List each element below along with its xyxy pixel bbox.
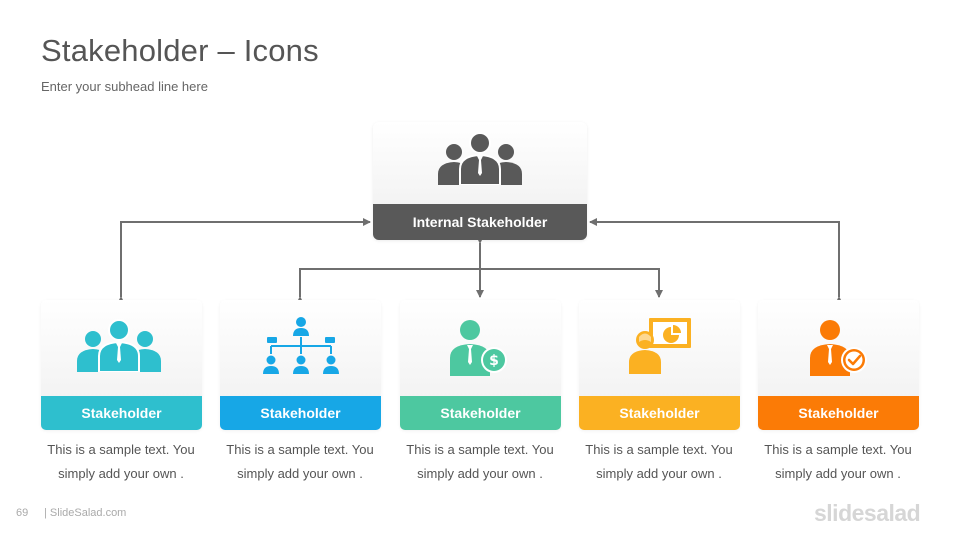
stakeholder-label-1: Stakeholder	[41, 396, 202, 430]
svg-text:$: $	[489, 353, 499, 369]
group-icon	[438, 132, 522, 185]
businessman-dollar-icon: $	[450, 320, 507, 376]
internal-stakeholder-node: Internal Stakeholder	[373, 122, 587, 240]
stakeholder-label-3: Stakeholder	[400, 396, 561, 430]
stakeholder-label-2: Stakeholder	[220, 396, 381, 430]
stakeholder-card-5: Stakeholder	[758, 300, 919, 430]
page-number: 69	[16, 507, 29, 519]
brand-logo: slidesalad	[814, 500, 921, 526]
stakeholder-description-4: This is a sample text. You simply add yo…	[585, 442, 733, 481]
connector-right	[589, 218, 843, 304]
stakeholder-label-5: Stakeholder	[758, 396, 919, 430]
stakeholder-description-1: This is a sample text. You simply add yo…	[47, 442, 195, 481]
page-subtitle: Enter your subhead line here	[41, 79, 208, 94]
businessman-check-icon	[810, 320, 867, 376]
stakeholder-label-4: Stakeholder	[579, 396, 740, 430]
org-chart-icon	[263, 317, 339, 374]
internal-stakeholder-label: Internal Stakeholder	[373, 204, 587, 240]
page-title: Stakeholder – Icons	[41, 33, 319, 68]
site-link[interactable]: | SlideSalad.com	[44, 507, 127, 519]
connector-left	[117, 218, 371, 304]
stakeholder-description-2: This is a sample text. You simply add yo…	[226, 442, 374, 481]
stakeholder-description-5: This is a sample text. You simply add yo…	[764, 442, 912, 481]
group-icon	[77, 319, 161, 372]
stakeholder-card-1: Stakeholder	[41, 300, 202, 430]
stakeholder-card-4: Stakeholder	[579, 300, 740, 430]
stakeholder-card-3: $ Stakeholder	[400, 300, 561, 430]
presenter-icon	[629, 318, 691, 374]
stakeholder-card-2: Stakeholder	[220, 300, 381, 430]
stakeholder-description-3: This is a sample text. You simply add yo…	[406, 442, 554, 481]
